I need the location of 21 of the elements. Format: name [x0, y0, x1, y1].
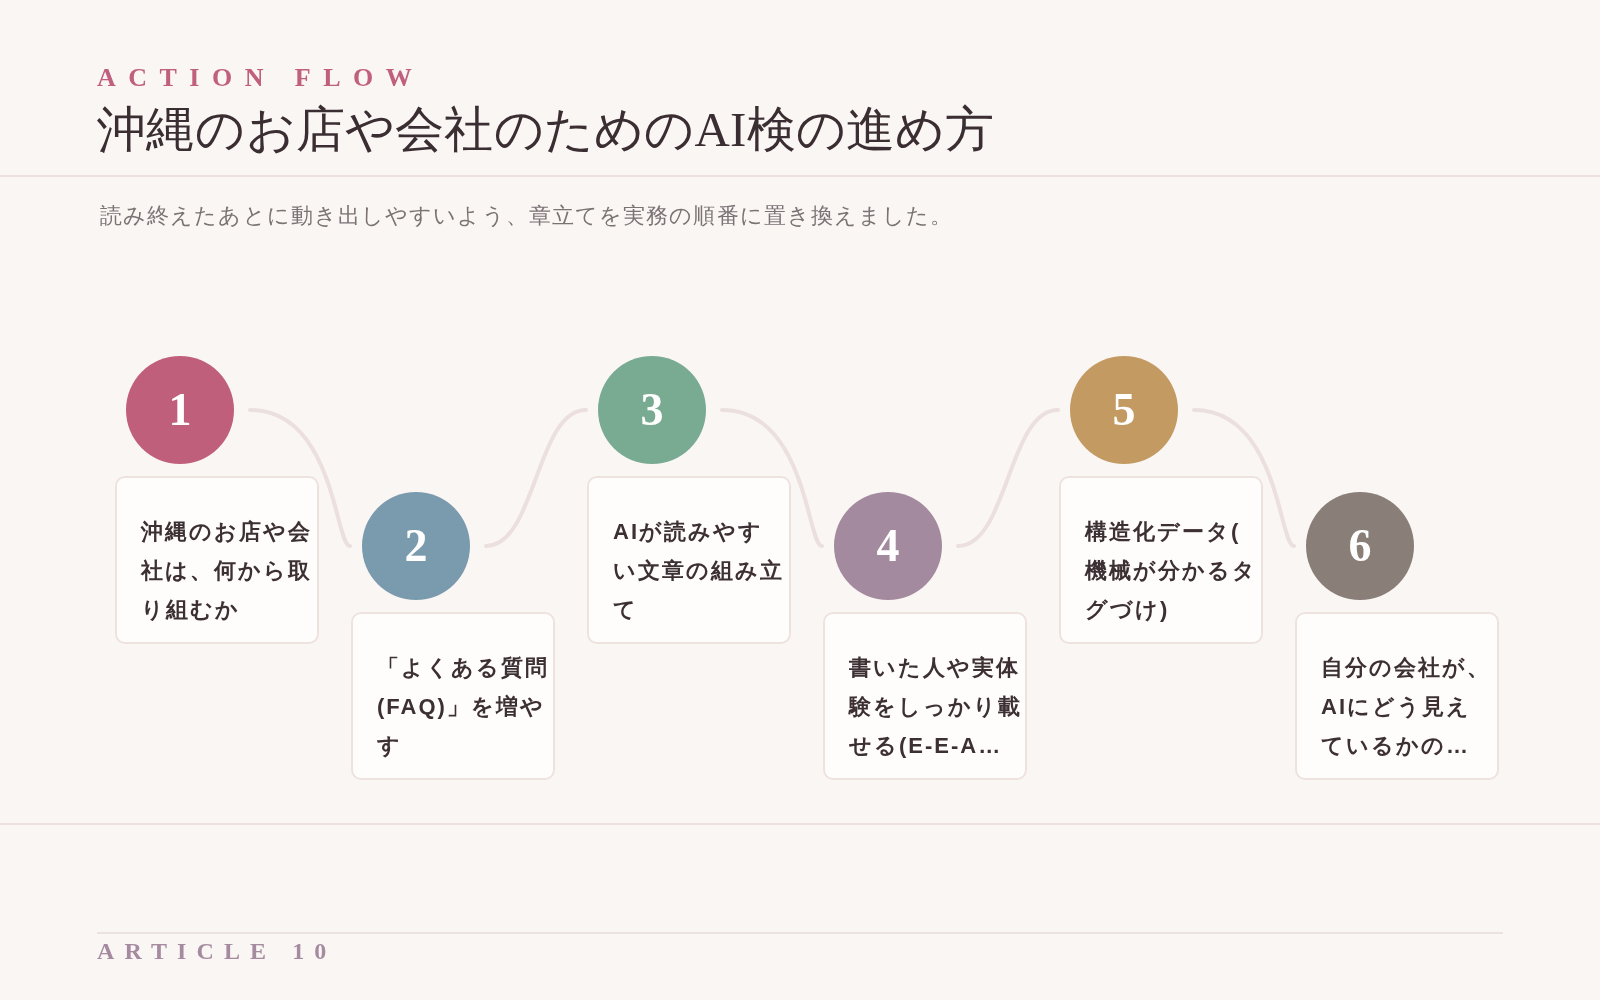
step-card: 自分の会社が、AIにどう見えているかの… [1295, 612, 1499, 780]
step-number-circle: 5 [1070, 356, 1178, 464]
connector-curve [956, 408, 1060, 548]
connector-curve [1192, 408, 1296, 548]
title: 沖縄のお店や会社のためのAI検の進め方 [97, 101, 995, 159]
step-card: AIが読みやすい文章の組み立て [587, 476, 791, 644]
connector-curve [248, 408, 352, 548]
step-card: 書いた人や実体験をしっかり載せる(E-E-A… [823, 612, 1027, 780]
subtitle: 読み終えたあとに動き出しやすいよう、章立てを実務の順番に置き換えました。 [100, 202, 954, 230]
kicker-text: ACTION FLOW [97, 62, 425, 94]
footer-text: ARTICLE 10 [97, 937, 337, 966]
step-card: 「よくある質問(FAQ)」を増やす [351, 612, 555, 780]
step-number-circle: 2 [362, 492, 470, 600]
step-number-circle: 3 [598, 356, 706, 464]
step-card: 構造化データ(機械が分かるタグづけ) [1059, 476, 1263, 644]
step-number-circle: 6 [1306, 492, 1414, 600]
step-number-circle: 4 [834, 492, 942, 600]
step-card: 沖縄のお店や会社は、何から取り組むか [115, 476, 319, 644]
step-number-circle: 1 [126, 356, 234, 464]
connector-curve [484, 408, 588, 548]
connector-curve [720, 408, 824, 548]
